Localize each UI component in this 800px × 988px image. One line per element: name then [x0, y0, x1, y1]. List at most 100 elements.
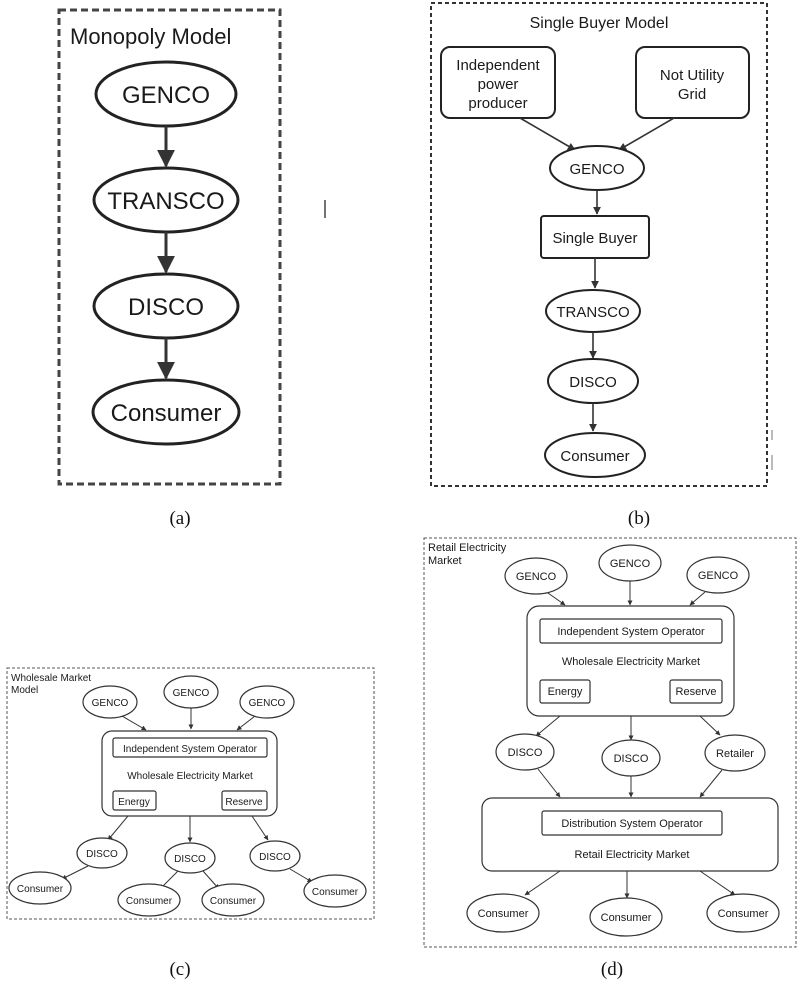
- panel-c-edge-disco3-consumer: [289, 868, 313, 883]
- panel-d-genco-node-3: [686, 556, 750, 594]
- panel-d-retail-label: Retail Electricity Market: [575, 849, 690, 861]
- panel-d-edge-genco3-wholesale: [689, 591, 706, 606]
- panel-d-consumer-node-2: [589, 897, 663, 937]
- panel-d-edge-wholesale-retailer: [699, 715, 721, 736]
- panel-c-consumer-node-3: [201, 883, 265, 917]
- panel-b-edge-nug-genco: [618, 117, 675, 151]
- panel-d-retailer-node: [704, 734, 766, 772]
- panel-a-disco-label: DISCO: [128, 294, 204, 321]
- panel-a-frame: [57, 8, 282, 486]
- panel-c-energy-label: Energy: [118, 797, 150, 808]
- panel-d-title-line2: Market: [428, 555, 462, 567]
- panel-d-genco-label-3: GENCO: [698, 570, 739, 582]
- panel-c-edge-genco1-market: [121, 715, 147, 731]
- panel-a-consumer-node: [91, 378, 241, 446]
- panel-c-genco-node-1: [82, 685, 138, 719]
- panel-b-nug-line2: Grid: [678, 86, 706, 103]
- panel-b-transco-label: TRANSCO: [556, 304, 629, 321]
- panel-c-consumer-node-1: [8, 871, 72, 905]
- panel-c-edge-market-disco3: [251, 815, 269, 841]
- panel-d-wholesale-label: Wholesale Electricity Market: [562, 656, 700, 668]
- panel-b-ipp-node: [440, 46, 556, 119]
- panel-d-iso-box: [539, 618, 723, 644]
- panel-d-genco-label-2: GENCO: [610, 558, 651, 570]
- panel-c-edge-genco3-market: [236, 715, 256, 731]
- panel-a-genco-label: GENCO: [122, 82, 210, 109]
- panel-d-genco-label-1: GENCO: [516, 571, 557, 583]
- panel-b-disco-label: DISCO: [569, 374, 617, 391]
- panel-a-title: Monopoly Model: [70, 24, 231, 49]
- panel-b-title: Single Buyer Model: [530, 15, 669, 32]
- panel-c-consumer-node-4: [303, 874, 367, 908]
- panel-c-disco-node-1: [76, 837, 128, 869]
- panel-d-disco-label-2: DISCO: [614, 753, 649, 765]
- panel-c-disco-node-2: [164, 842, 216, 874]
- panel-d-disco-node-1: [495, 733, 555, 771]
- panel-a-consumer-label: Consumer: [111, 400, 222, 427]
- panel-b-consumer-node: [544, 432, 646, 478]
- panel-d-reserve-label: Reserve: [676, 686, 717, 698]
- panel-d-title-line1: Retail Electricity: [428, 542, 507, 554]
- panel-d-retailer-label: Retailer: [716, 748, 754, 760]
- panel-b-consumer-label: Consumer: [560, 448, 629, 465]
- panel-c-title-line2: Model: [11, 685, 38, 696]
- panel-d-genco-node-1: [504, 557, 568, 595]
- panel-c-genco-label-3: GENCO: [249, 698, 286, 709]
- panel-a-monopoly-model: Monopoly Model GENCO TRANSCO DISCO Consu…: [57, 8, 282, 529]
- panel-d-dso-label: Distribution System Operator: [561, 818, 703, 830]
- panel-b-genco-label: GENCO: [569, 161, 624, 178]
- panel-b-ipp-line3: producer: [468, 95, 527, 112]
- panel-d-energy-box: [539, 679, 591, 704]
- panel-d-retail-electricity-market: Retail Electricity Market GENCO GENCO GE…: [423, 537, 797, 980]
- panel-c-genco-node-3: [239, 685, 295, 719]
- panel-d-edge-retail-consumer1: [524, 870, 561, 896]
- panel-d-consumer-label-1: Consumer: [478, 908, 529, 920]
- panel-b-frame: [430, 2, 768, 487]
- panel-c-consumer-node-2: [117, 883, 181, 917]
- panel-d-edge-retailer-retail: [699, 769, 723, 798]
- panel-b-single-buyer-model: Single Buyer Model Independent power pro…: [430, 2, 773, 529]
- panel-b-edge-ipp-genco: [519, 117, 576, 151]
- panel-c-title-line1: Wholesale Market: [11, 673, 91, 684]
- panel-d-consumer-node-1: [466, 893, 540, 933]
- panel-b-caption: (b): [628, 508, 650, 529]
- panel-c-consumer-label-3: Consumer: [210, 896, 257, 907]
- panel-c-consumer-label-4: Consumer: [312, 887, 359, 898]
- panel-c-consumer-label-1: Consumer: [17, 884, 64, 895]
- panel-c-caption: (c): [169, 959, 190, 980]
- panel-c-reserve-label: Reserve: [225, 797, 263, 808]
- panel-c-disco-label-3: DISCO: [259, 852, 291, 863]
- panel-c-genco-label-1: GENCO: [92, 698, 129, 709]
- panel-c-energy-box: [112, 790, 157, 811]
- panel-d-dso-box: [541, 810, 723, 836]
- panel-c-edge-market-disco1: [107, 815, 129, 841]
- panel-b-single-buyer-label: Single Buyer: [552, 230, 637, 247]
- panel-c-consumer-label-2: Consumer: [126, 896, 173, 907]
- panel-b-ipp-line2: power: [478, 76, 519, 93]
- panel-d-edge-wholesale-disco1: [535, 715, 561, 737]
- panel-c-frame: [6, 667, 375, 920]
- panel-d-iso-label: Independent System Operator: [557, 626, 705, 638]
- panel-c-genco-label-2: GENCO: [173, 688, 210, 699]
- panel-b-nug-node: [635, 46, 750, 119]
- panel-d-consumer-label-3: Consumer: [718, 908, 769, 920]
- panel-d-consumer-node-3: [706, 893, 780, 933]
- panel-c-iso-label: Independent System Operator: [123, 744, 258, 755]
- panel-c-market-label: Wholesale Electricity Market: [127, 771, 253, 782]
- panel-c-reserve-box: [221, 790, 268, 811]
- panel-c-wholesale-market-model: Wholesale Market Model GENCO GENCO GENCO…: [6, 667, 375, 980]
- panel-d-consumer-label-2: Consumer: [601, 912, 652, 924]
- panel-d-edge-genco1-wholesale: [547, 592, 566, 606]
- panel-d-reserve-box: [669, 679, 723, 704]
- panel-d-energy-label: Energy: [548, 686, 583, 698]
- panel-c-edge-disco1-consumer: [61, 865, 89, 880]
- panel-c-iso-box: [112, 737, 268, 758]
- panel-d-frame: [423, 537, 797, 948]
- panel-c-disco-node-3: [249, 840, 301, 872]
- panel-c-disco-label-1: DISCO: [86, 849, 118, 860]
- panel-d-caption: (d): [601, 959, 623, 980]
- panel-c-disco-label-2: DISCO: [174, 854, 206, 865]
- panel-a-caption: (a): [169, 508, 190, 529]
- panel-b-nug-line1: Not Utility: [660, 67, 725, 84]
